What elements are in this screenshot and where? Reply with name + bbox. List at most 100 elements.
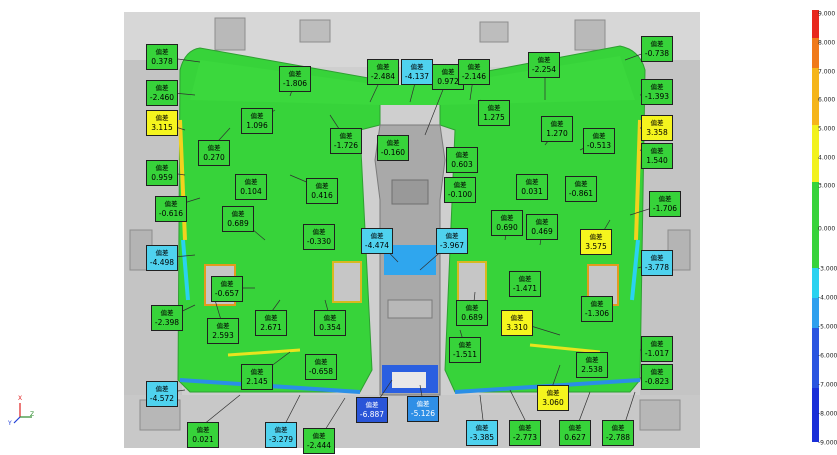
callout-minus-3-967[interactable]: 偏差-3.967 [436,228,468,254]
callout-minus-0-657[interactable]: 偏差-0.657 [211,276,243,302]
callout-value: 2.145 [246,377,268,386]
callout-minus-0-861[interactable]: 偏差-0.861 [565,176,597,202]
callout-minus-0-513[interactable]: 偏差-0.513 [583,128,615,154]
legend-tick-label: -4.000 [818,294,837,302]
callout-minus-1-017[interactable]: 偏差-1.017 [641,336,673,362]
callout-minus-4-572[interactable]: 偏差-4.572 [146,381,178,407]
callout-label: 偏差 [650,340,664,348]
callout-minus-2-398[interactable]: 偏差-2.398 [151,305,183,331]
callout-minus-2-254[interactable]: 偏差-2.254 [528,52,560,78]
callout-value: -2.444 [306,441,332,450]
callout-minus-1-706[interactable]: 偏差-1.706 [649,191,681,217]
callout-value: 0.627 [564,433,586,442]
callout-minus-5-126[interactable]: 偏差-5.126 [407,396,439,422]
callout-minus-0-616[interactable]: 偏差-0.616 [155,196,187,222]
callout-minus-1-511[interactable]: 偏差-1.511 [449,337,481,363]
callout-minus-4-137[interactable]: 偏差-4.137 [401,59,433,85]
callout-label: 偏差 [592,132,606,140]
callout-label: 偏差 [650,147,664,155]
callout-minus-3-778[interactable]: 偏差-3.778 [641,250,673,276]
legend-color-segment [812,268,819,298]
edge-yellow-rib-left [227,348,301,357]
callout-label: 偏差 [650,83,664,91]
callout-value: -6.887 [359,410,385,419]
callout-minus-0-330[interactable]: 偏差-0.330 [303,224,335,250]
axis-x-label: X [18,395,23,402]
callout-minus-0-738[interactable]: 偏差-0.738 [641,36,673,62]
axis-triad: X Z Y [6,395,36,430]
callout-value: -0.823 [644,377,670,386]
callout-minus-0-160[interactable]: 偏差-0.160 [377,135,409,161]
callout-label: 偏差 [535,218,549,226]
callout-minus-6-887[interactable]: 偏差-6.887 [356,397,388,423]
callout-label: 偏差 [314,358,328,366]
callout-value: -1.726 [333,141,359,150]
callout-minus-1-393[interactable]: 偏差-1.393 [641,79,673,105]
callout-label: 偏差 [416,400,430,408]
callout-label: 偏差 [500,214,514,222]
callout-value: -0.100 [447,190,473,199]
callout-minus-3-385[interactable]: 偏差-3.385 [466,420,498,446]
axis-z-label: Z [30,411,35,418]
callout-minus-3-279[interactable]: 偏差-3.279 [265,422,297,448]
callout-minus-4-474[interactable]: 偏差-4.474 [361,228,393,254]
callout-minus-0-100[interactable]: 偏差-0.100 [444,177,476,203]
callout-value: 0.104 [240,187,262,196]
callout-minus-4-498[interactable]: 偏差-4.498 [146,245,178,271]
callout-value: 0.959 [151,173,173,182]
callout-label: 偏差 [650,254,664,262]
mount-block [574,19,606,51]
callout-value: 0.603 [451,160,473,169]
callout-minus-0-658[interactable]: 偏差-0.658 [305,354,337,380]
legend-tick-label: 7.000 [818,68,836,76]
callout-minus-2-484[interactable]: 偏差-2.484 [367,59,399,85]
callout-value: -0.861 [568,189,594,198]
callout-minus-2-460[interactable]: 偏差-2.460 [146,80,178,106]
callout-minus-1-306[interactable]: 偏差-1.306 [581,296,613,322]
legend-tick-label: 0.000 [818,225,836,233]
callout-minus-2-788[interactable]: 偏差-2.788 [602,420,634,446]
callout-label: 偏差 [288,70,302,78]
pocket-right-mid [457,261,487,303]
callout-value: 3.310 [506,323,528,332]
legend-color-segment [812,182,819,268]
callout-minus-0-823[interactable]: 偏差-0.823 [641,364,673,390]
callout-minus-1-806[interactable]: 偏差-1.806 [279,66,311,92]
callout-value: -0.513 [586,141,612,150]
callout-minus-1-471[interactable]: 偏差-1.471 [509,271,541,297]
callout-minus-1-726[interactable]: 偏差-1.726 [330,128,362,154]
callout-label: 偏差 [323,314,337,322]
callout-minus-2-146[interactable]: 偏差-2.146 [458,59,490,85]
callout-value: -2.254 [531,65,557,74]
callout-minus-2-444[interactable]: 偏差-2.444 [303,428,335,454]
callout-minus-2-773[interactable]: 偏差-2.773 [509,420,541,446]
